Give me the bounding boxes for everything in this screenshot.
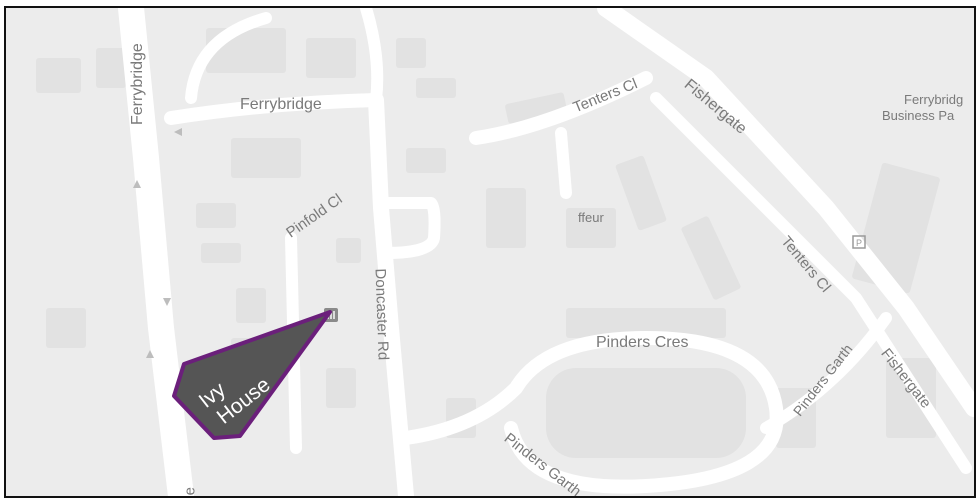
label-fe-bottom: Fe — [181, 486, 199, 498]
label-ferrybridge-road: Ferrybridge — [240, 96, 322, 113]
label-chauffeur-partial: ffeur — [578, 210, 604, 225]
label-pinders-cres: Pinders Cres — [596, 334, 689, 351]
svg-text:P: P — [856, 238, 862, 248]
map-frame: P Ferrybridge Ferrybridge Tenters Cl Fis… — [4, 6, 976, 498]
map-canvas[interactable]: P — [6, 8, 974, 496]
ivy-house-callout[interactable] — [172, 310, 332, 440]
one-way-arrows — [133, 128, 182, 358]
parking-icon: P — [852, 235, 866, 249]
label-doncaster-rd: Doncaster Rd — [371, 268, 392, 361]
label-business-park-1: Ferrybridg — [904, 92, 964, 107]
label-ferrybridge-vertical: Ferrybridge — [129, 43, 146, 125]
label-business-park-2: Business Pa — [882, 108, 955, 123]
